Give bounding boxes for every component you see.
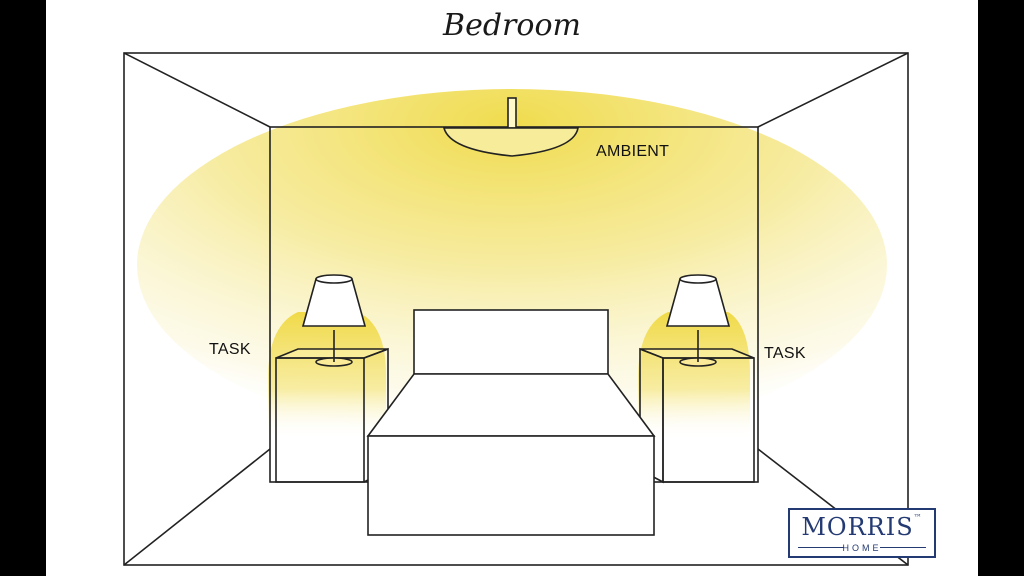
morris-home-logo: MORRIS™ HOME [788,508,936,558]
room-outline [123,52,909,566]
bed [366,309,656,536]
logo-subtitle: HOME [842,543,882,553]
ceiling-light-fixture [442,97,579,157]
diagram-title: Bedroom [443,8,581,43]
task-light-glow-right [638,312,750,440]
task-light-glow-left [268,312,386,440]
task-label-left: TASK [209,341,251,358]
bed-headboard [413,309,609,375]
logo-rule-right [880,547,926,548]
bedroom-scene [123,52,909,566]
task-label-right: TASK [764,345,806,362]
lamp-right [665,274,731,367]
bed-footboard [367,435,655,536]
bed-mattress-top [366,373,656,437]
ambient-label: AMBIENT [596,143,670,160]
logo-rule-left [798,547,844,548]
diagram-canvas: Bedroom [46,0,978,576]
logo-wordmark: MORRIS™ [801,513,923,541]
lamp-left [301,274,367,367]
